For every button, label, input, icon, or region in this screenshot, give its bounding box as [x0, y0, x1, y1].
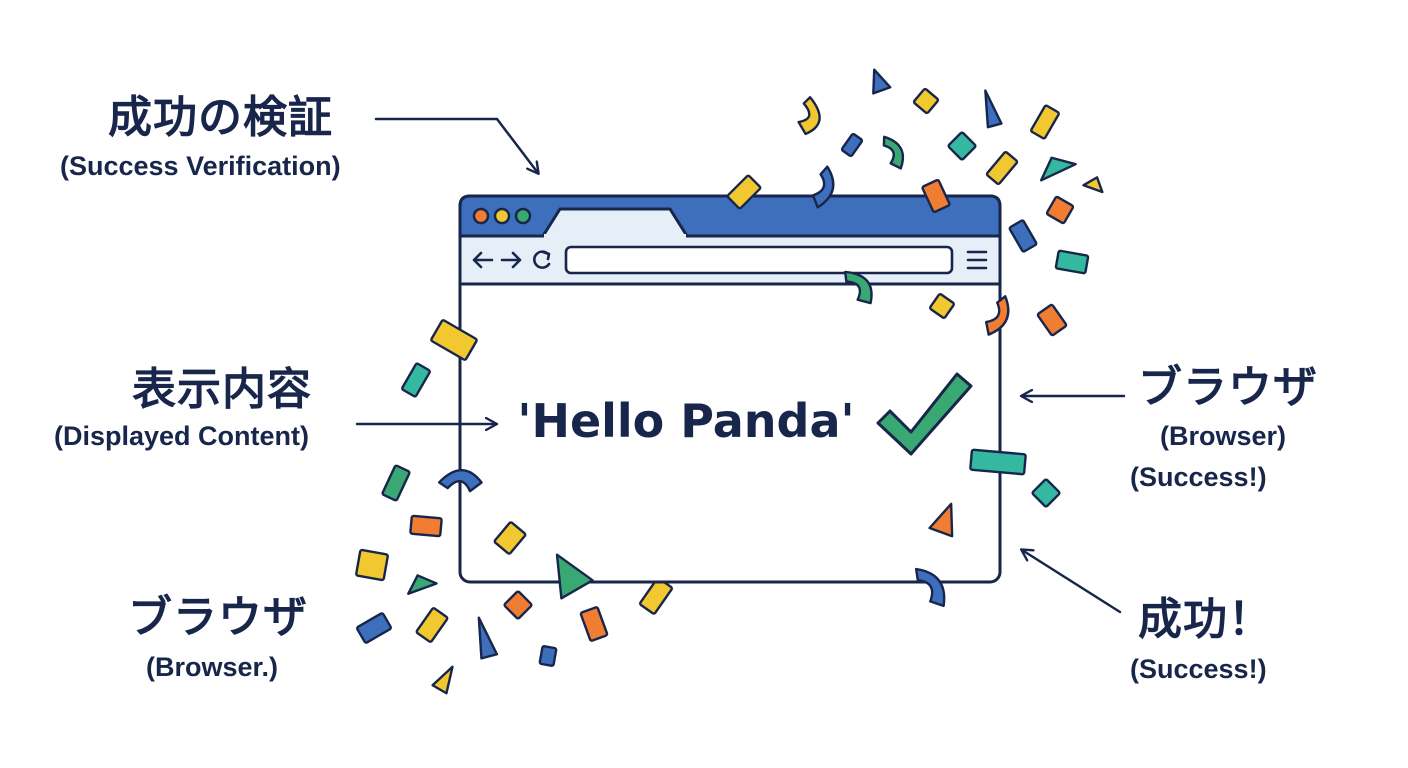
- checkmark-icon: [876, 372, 973, 456]
- browser-title-bar: [458, 194, 1002, 238]
- label-browser-left-en: (Browser.): [146, 652, 279, 682]
- confetti-piece-back-20: [409, 514, 443, 538]
- confetti-piece-back-18: [407, 574, 438, 595]
- callout-arrows: [355, 117, 1126, 614]
- confetti-piece-back-10: [1082, 176, 1104, 194]
- confetti-piece-back-4: [1030, 104, 1060, 140]
- confetti-piece-back-14: [1036, 303, 1068, 337]
- confetti-piece-back-2: [912, 87, 940, 115]
- back-arrow-icon[interactable]: [472, 251, 494, 269]
- traffic-lights-icon: [472, 207, 532, 225]
- label-success-en: (Success!): [1130, 654, 1267, 684]
- confetti-piece-back-5: [840, 132, 864, 158]
- label-browser-right-en2: (Success!): [1130, 462, 1267, 492]
- page-content-text: 'Hello Panda': [517, 394, 854, 448]
- confetti-piece-back-15: [355, 548, 389, 582]
- reload-icon[interactable]: [533, 250, 551, 269]
- confetti-piece-back-11: [1045, 195, 1075, 225]
- maximize-dot-icon[interactable]: [514, 207, 532, 225]
- label-browser-left-jp: ブラウザ: [128, 592, 308, 643]
- label-verification-en: (Success Verification): [60, 151, 341, 181]
- confetti-piece-front-13: [914, 567, 946, 608]
- confetti-piece-back-1: [872, 68, 892, 95]
- confetti-piece-front-1: [811, 165, 835, 209]
- label-browser-right-en: (Browser): [1160, 421, 1287, 451]
- label-success-jp: 成功！: [1138, 594, 1273, 645]
- minimize-dot-icon[interactable]: [493, 207, 511, 225]
- label-displayed-jp: 表示内容: [132, 364, 312, 415]
- confetti-piece-back-25: [431, 665, 454, 695]
- arrow-verification: [374, 117, 538, 173]
- confetti-piece-front-6: [430, 319, 478, 361]
- label-displayed-en: (Displayed Content): [54, 421, 310, 451]
- address-bar[interactable]: [564, 245, 954, 275]
- label-browser-right-jp: ブラウザ: [1138, 362, 1318, 413]
- confetti-piece-back-13: [1054, 249, 1090, 275]
- close-dot-icon[interactable]: [472, 207, 490, 225]
- label-verification-jp: 成功の検証: [108, 92, 333, 143]
- confetti-piece-front-10: [555, 553, 594, 600]
- confetti-piece-back-9: [1039, 156, 1077, 182]
- confetti-piece-back-16: [356, 612, 392, 644]
- menu-icon[interactable]: [966, 250, 988, 270]
- confetti-piece-front-2: [921, 178, 951, 214]
- confetti-back: [355, 68, 1104, 695]
- confetti-front: [401, 165, 1027, 608]
- confetti-piece-back-19: [381, 464, 411, 502]
- browser-window: 'Hello Panda': [458, 194, 1002, 584]
- confetti-piece-back-3: [984, 89, 1003, 129]
- confetti-piece-front-7: [401, 362, 431, 398]
- confetti-piece-front-3: [843, 270, 873, 305]
- confetti-piece-front-4: [929, 293, 955, 319]
- confetti-piece-back-17: [415, 607, 449, 643]
- confetti-piece-back-6: [947, 131, 977, 161]
- confetti-piece-front-11: [969, 448, 1027, 476]
- confetti-piece-front-0: [726, 174, 762, 210]
- confetti-piece-back-12: [1008, 219, 1038, 253]
- confetti-piece-front-8: [437, 469, 483, 493]
- confetti-piece-back-7: [882, 135, 905, 170]
- confetti-piece-back-8: [985, 150, 1019, 186]
- browser-tab[interactable]: [541, 207, 689, 238]
- confetti-piece-back-22: [503, 590, 533, 620]
- arrow-success: [1022, 550, 1122, 614]
- confetti-piece-back-0: [797, 96, 821, 136]
- confetti-piece-back-21: [477, 616, 499, 660]
- confetti-piece-back-24: [538, 645, 558, 667]
- confetti-piece-front-9: [493, 521, 527, 555]
- confetti-piece-back-23: [579, 606, 609, 642]
- forward-arrow-icon[interactable]: [500, 251, 522, 269]
- confetti-piece-back-26: [1031, 478, 1061, 508]
- confetti-piece-front-5: [984, 295, 1010, 336]
- confetti-piece-front-12: [928, 502, 954, 538]
